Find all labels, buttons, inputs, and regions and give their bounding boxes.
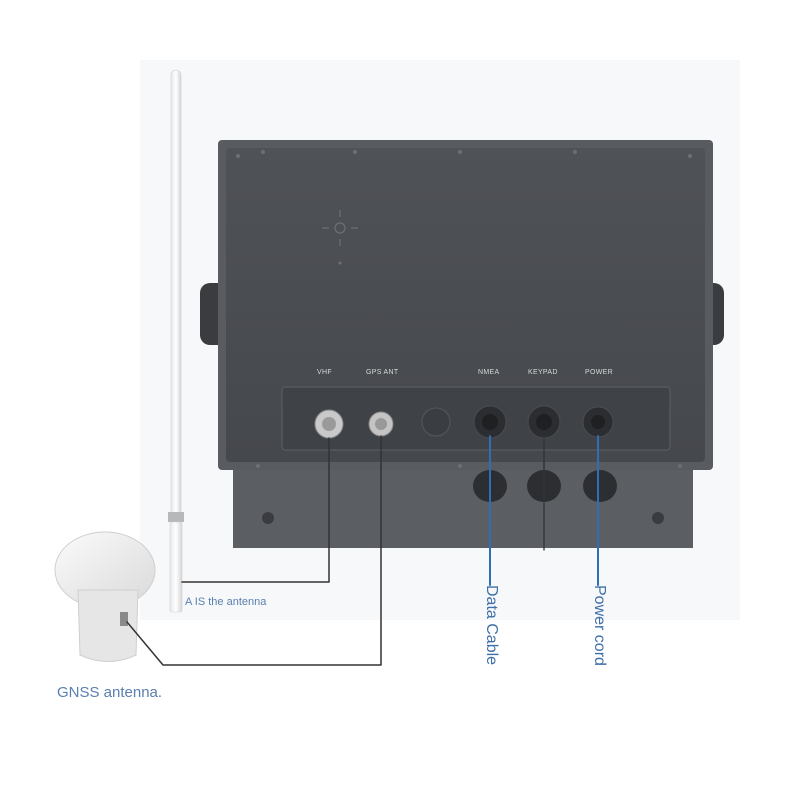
display-unit (200, 140, 724, 548)
power-port-label: POWER (585, 369, 613, 376)
keypad-port-label: KEYPAD (528, 369, 558, 376)
gnss-antenna-label: GNSS antenna. (57, 684, 163, 701)
ais-whip-antenna (168, 69, 184, 613)
gps-cable (126, 435, 382, 666)
vhf-port-label: VHF (317, 369, 332, 376)
nmea-connector (473, 405, 507, 439)
data-cable-label: Data Cable (483, 585, 500, 666)
ais-antenna-label: A IS the antenna (185, 596, 267, 608)
blank-port (421, 407, 451, 437)
gps-connector (368, 411, 394, 437)
power-cord-label: Power cord (591, 585, 608, 666)
keypad-connector (527, 405, 561, 439)
power-connector (582, 406, 614, 438)
vhf-cable (181, 437, 330, 583)
crosshair-mark (322, 210, 358, 246)
gps-ant-port-label: GPS ANT (366, 369, 399, 376)
vhf-connector (314, 409, 344, 439)
gnss-antenna (54, 531, 156, 662)
nmea-port-label: NMEA (478, 369, 500, 376)
